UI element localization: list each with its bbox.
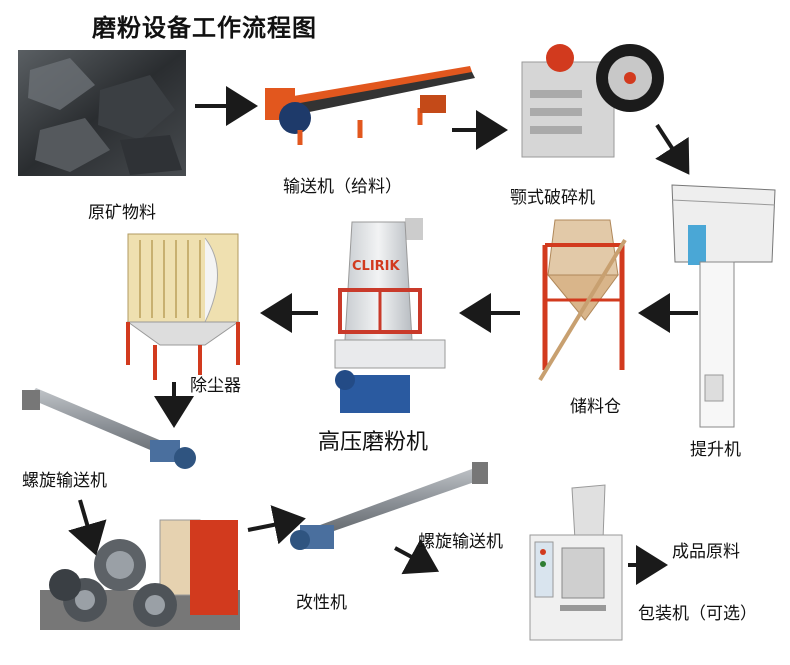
packing-machine bbox=[529, 484, 623, 641]
label-mill: 高压磨粉机 bbox=[318, 430, 429, 455]
page-title: 磨粉设备工作流程图 bbox=[92, 14, 317, 42]
label-elevator: 提升机 bbox=[690, 440, 741, 460]
label-conveyor: 输送机（给料） bbox=[283, 177, 402, 197]
dust-collector-machine bbox=[126, 233, 240, 380]
label-raw-material: 原矿物料 bbox=[88, 203, 156, 223]
raw-material-image bbox=[18, 50, 186, 176]
arrow-screw2-to-packer bbox=[394, 538, 440, 575]
arrow-modifier-to-screw2 bbox=[247, 505, 306, 545]
arrow-screw-to-modifier bbox=[68, 499, 107, 556]
mill-machine: CLIRIK bbox=[334, 218, 446, 413]
label-screw-conveyor-1: 螺旋输送机 bbox=[22, 471, 107, 491]
conveyor-machine bbox=[265, 66, 475, 145]
label-storage-bin: 储料仓 bbox=[570, 397, 621, 417]
label-modifier: 改性机 bbox=[296, 593, 347, 613]
flow-arrows bbox=[68, 86, 698, 585]
modifier-machine bbox=[40, 519, 240, 630]
label-screw-conveyor-2: 螺旋输送机 bbox=[418, 532, 503, 552]
bucket-elevator-machine bbox=[671, 184, 776, 428]
arrow-crusher-to-elevator bbox=[655, 123, 690, 175]
screw-conveyor-1-machine bbox=[22, 388, 196, 469]
mill-brand-logo: CLIRIK bbox=[352, 259, 401, 274]
label-finished-product: 成品原料 bbox=[672, 542, 740, 562]
jaw-crusher-machine bbox=[521, 44, 664, 158]
label-jaw-crusher: 颚式破碎机 bbox=[510, 188, 595, 208]
label-dust-collector: 除尘器 bbox=[190, 376, 241, 396]
storage-bin-machine bbox=[538, 219, 627, 382]
label-packing-machine: 包装机（可选） bbox=[638, 604, 757, 624]
